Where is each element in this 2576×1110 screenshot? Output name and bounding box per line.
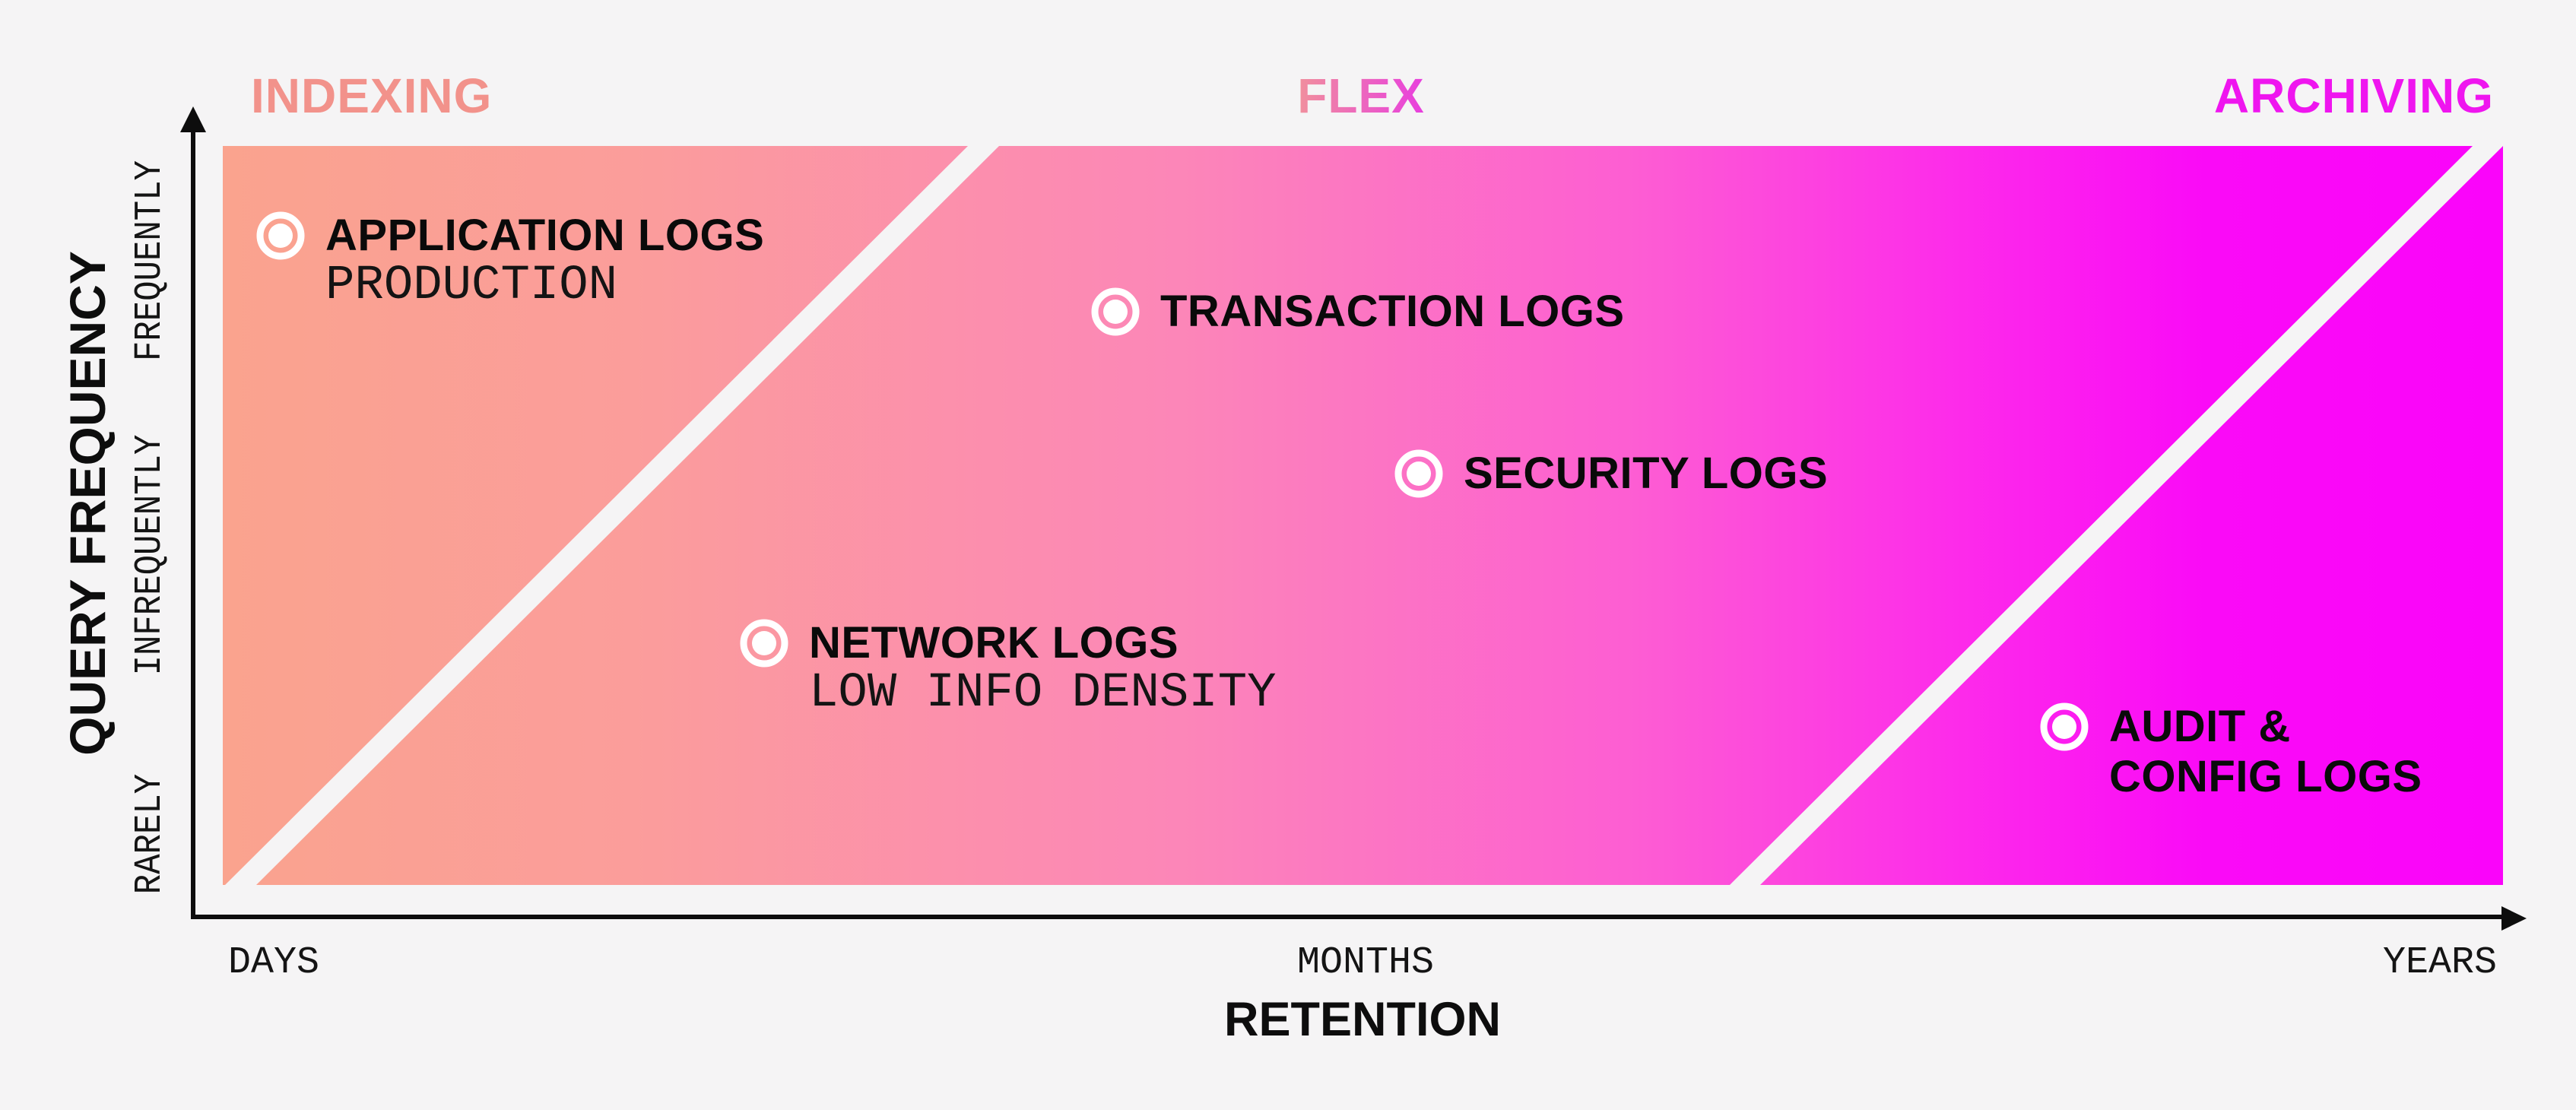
x-tick-years: YEARS — [2382, 941, 2497, 985]
point-marker-icon — [740, 619, 788, 668]
x-tick-months: MONTHS — [1296, 941, 1435, 985]
point-label-line1: AUDIT & — [2109, 702, 2291, 751]
point-label: NETWORK LOGS — [809, 618, 1179, 668]
zone-label-flex: FLEX — [1297, 68, 1425, 123]
x-axis-title: RETENTION — [1223, 993, 1502, 1046]
zone-divider-flex-archiving — [1730, 146, 2503, 885]
data-point-application-logs: APPLICATION LOGS PRODUCTION — [255, 211, 764, 312]
point-text: AUDIT & CONFIG LOGS — [2109, 702, 2422, 802]
zone-divider-indexing-flex — [225, 146, 999, 885]
point-marker-icon — [1091, 287, 1140, 336]
zone-label-indexing: INDEXING — [251, 68, 493, 123]
y-axis-line — [191, 120, 195, 919]
data-point-transaction-logs: TRANSACTION LOGS — [1090, 287, 1625, 337]
x-axis-line — [191, 915, 2511, 919]
point-text: APPLICATION LOGS PRODUCTION — [325, 211, 764, 312]
point-text: TRANSACTION LOGS — [1160, 287, 1625, 337]
point-text: NETWORK LOGS LOW INFO DENSITY — [809, 618, 1277, 720]
point-label: SECURITY LOGS — [1464, 449, 1829, 498]
point-label: APPLICATION LOGS — [325, 211, 765, 260]
point-text: SECURITY LOGS — [1464, 449, 1828, 499]
point-caption: LOW INFO DENSITY — [809, 666, 1277, 721]
y-tick-rarely: RARELY — [128, 773, 172, 895]
y-axis-arrow-icon — [180, 106, 206, 132]
zone-label-archiving: ARCHIVING — [2213, 68, 2494, 123]
y-tick-infrequently: INFREQUENTLY — [128, 434, 172, 676]
x-axis-arrow-icon — [2501, 906, 2527, 931]
y-axis-title: QUERY FREQUENCY — [59, 251, 116, 756]
point-label-line2: CONFIG LOGS — [2109, 752, 2422, 801]
point-marker-icon — [256, 211, 305, 260]
point-label: TRANSACTION LOGS — [1160, 287, 1625, 336]
data-point-network-logs: NETWORK LOGS LOW INFO DENSITY — [739, 618, 1277, 720]
plot-area — [223, 146, 2503, 885]
point-marker-icon — [1394, 449, 1443, 498]
x-tick-days: DAYS — [228, 941, 320, 985]
point-caption: PRODUCTION — [325, 258, 618, 313]
plot-background — [223, 146, 2503, 885]
data-point-security-logs: SECURITY LOGS — [1394, 449, 1828, 499]
point-marker-icon — [2040, 702, 2089, 751]
y-tick-frequently: FREQUENTLY — [128, 160, 172, 362]
data-point-audit-config-logs: AUDIT & CONFIG LOGS — [2039, 702, 2422, 802]
